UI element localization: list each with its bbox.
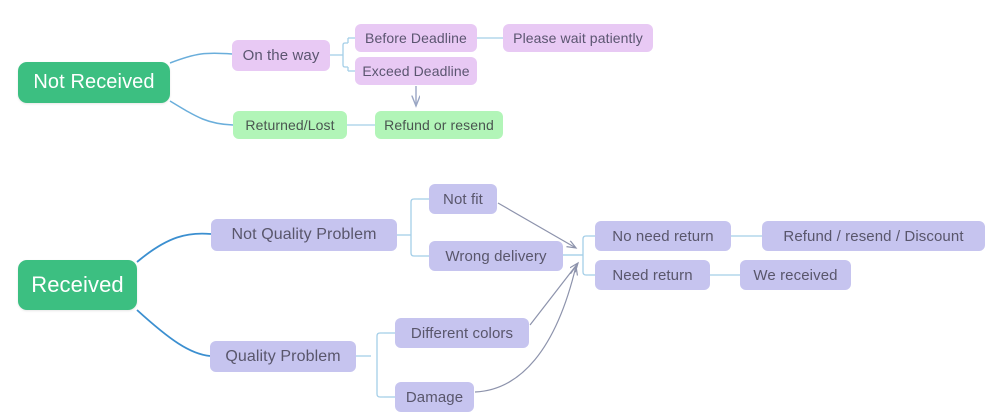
node-on-the-way[interactable]: On the way	[232, 40, 330, 71]
node-different-colors[interactable]: Different colors	[395, 318, 529, 348]
node-on-the-way-label: On the way	[242, 47, 320, 64]
node-different-colors-label: Different colors	[410, 324, 514, 342]
node-we-received-label: We received	[753, 266, 838, 284]
node-no-need-return[interactable]: No need return	[595, 221, 731, 251]
node-please-wait-patiently[interactable]: Please wait patiently	[503, 24, 653, 52]
edge-notreceived-returnedlost	[169, 100, 234, 126]
node-refund-resend-discount-label: Refund / resend / Discount	[783, 227, 964, 245]
node-received[interactable]: Received	[18, 260, 137, 310]
node-quality-problem[interactable]: Quality Problem	[210, 341, 356, 372]
node-need-return-label: Need return	[612, 266, 693, 284]
node-not-received-label: Not Received	[33, 71, 155, 93]
node-before-deadline[interactable]: Before Deadline	[355, 24, 477, 52]
edge-notquality-bracket	[410, 198, 418, 257]
edge-outcome-bracket	[582, 235, 589, 276]
node-before-deadline-label: Before Deadline	[365, 30, 467, 46]
node-refund-or-resend-label: Refund or resend	[384, 117, 494, 133]
edge-differentcolors-merge	[529, 263, 578, 326]
edge-received-qualityproblem	[136, 309, 211, 357]
node-not-quality-problem-label: Not Quality Problem	[231, 226, 377, 243]
edge-deadline-bracket	[342, 42, 348, 68]
node-refund-resend-discount[interactable]: Refund / resend / Discount	[762, 221, 985, 251]
node-damage-label: Damage	[405, 388, 464, 406]
node-exceed-deadline-label: Exceed Deadline	[362, 63, 470, 79]
edge-notreceived-ontheway	[169, 52, 233, 64]
node-not-received[interactable]: Not Received	[18, 62, 170, 103]
node-no-need-return-label: No need return	[612, 227, 714, 245]
node-damage[interactable]: Damage	[395, 382, 474, 412]
node-not-fit-label: Not fit	[443, 190, 483, 208]
edge-quality-bracket	[376, 332, 384, 398]
node-not-fit[interactable]: Not fit	[429, 184, 497, 214]
node-refund-or-resend[interactable]: Refund or resend	[375, 111, 503, 139]
node-returned-lost[interactable]: Returned/Lost	[233, 111, 347, 139]
node-returned-lost-label: Returned/Lost	[245, 117, 335, 133]
node-received-label: Received	[31, 272, 124, 297]
node-we-received[interactable]: We received	[740, 260, 851, 290]
edge-received-notqualityproblem	[136, 232, 212, 263]
node-wrong-delivery-label: Wrong delivery	[445, 247, 547, 265]
node-need-return[interactable]: Need return	[595, 260, 710, 290]
node-wrong-delivery[interactable]: Wrong delivery	[429, 241, 563, 271]
node-not-quality-problem[interactable]: Not Quality Problem	[211, 219, 397, 251]
node-exceed-deadline[interactable]: Exceed Deadline	[355, 57, 477, 85]
node-please-wait-patiently-label: Please wait patiently	[513, 30, 643, 46]
node-quality-problem-label: Quality Problem	[225, 347, 341, 365]
